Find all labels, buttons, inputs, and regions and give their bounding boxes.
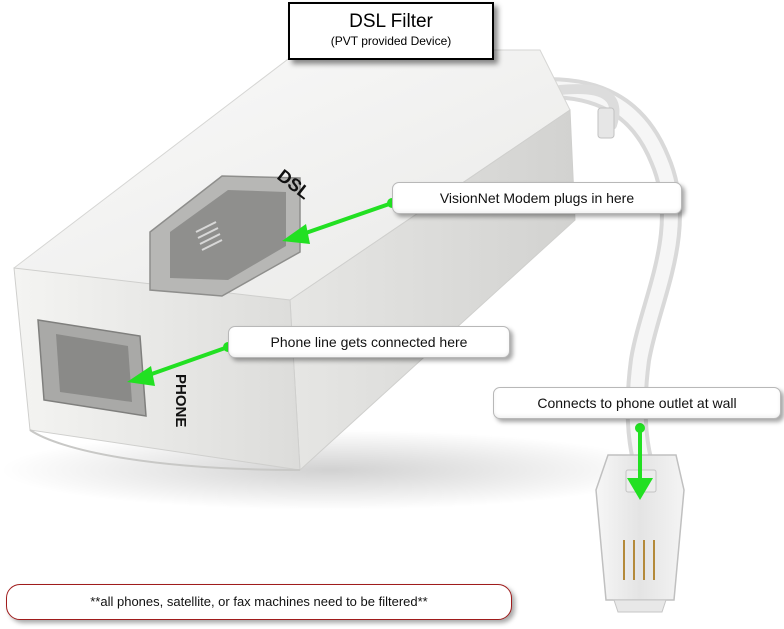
title-main: DSL Filter [349, 11, 433, 32]
dsl-port-contacts [195, 221, 223, 251]
arrow-phone-line [145, 345, 229, 378]
cable-end-connector [597, 107, 615, 139]
title-sub: (PVT provided Device) [330, 34, 452, 48]
arrow-modem-head [282, 224, 310, 244]
dsl-port-inner [170, 190, 286, 280]
device-bottom-edge [29, 429, 301, 471]
rj11-plug [595, 454, 685, 613]
arrow-modem-line [299, 201, 393, 237]
callout-phone: Phone line gets connected here [228, 326, 510, 358]
callout-wall: Connects to phone outlet at wall [493, 387, 781, 419]
title-box: DSL Filter (PVT provided Device) [288, 2, 494, 60]
arrow-wall-dot [635, 423, 645, 433]
phone-port-inner [56, 334, 132, 402]
arrow-wall-head [627, 478, 653, 500]
arrow-phone-head [127, 366, 155, 386]
filter-note: **all phones, satellite, or fax machines… [6, 584, 512, 620]
phone-port-label: PHONE [172, 374, 189, 427]
callout-modem: VisionNet Modem plugs in here [392, 182, 682, 214]
